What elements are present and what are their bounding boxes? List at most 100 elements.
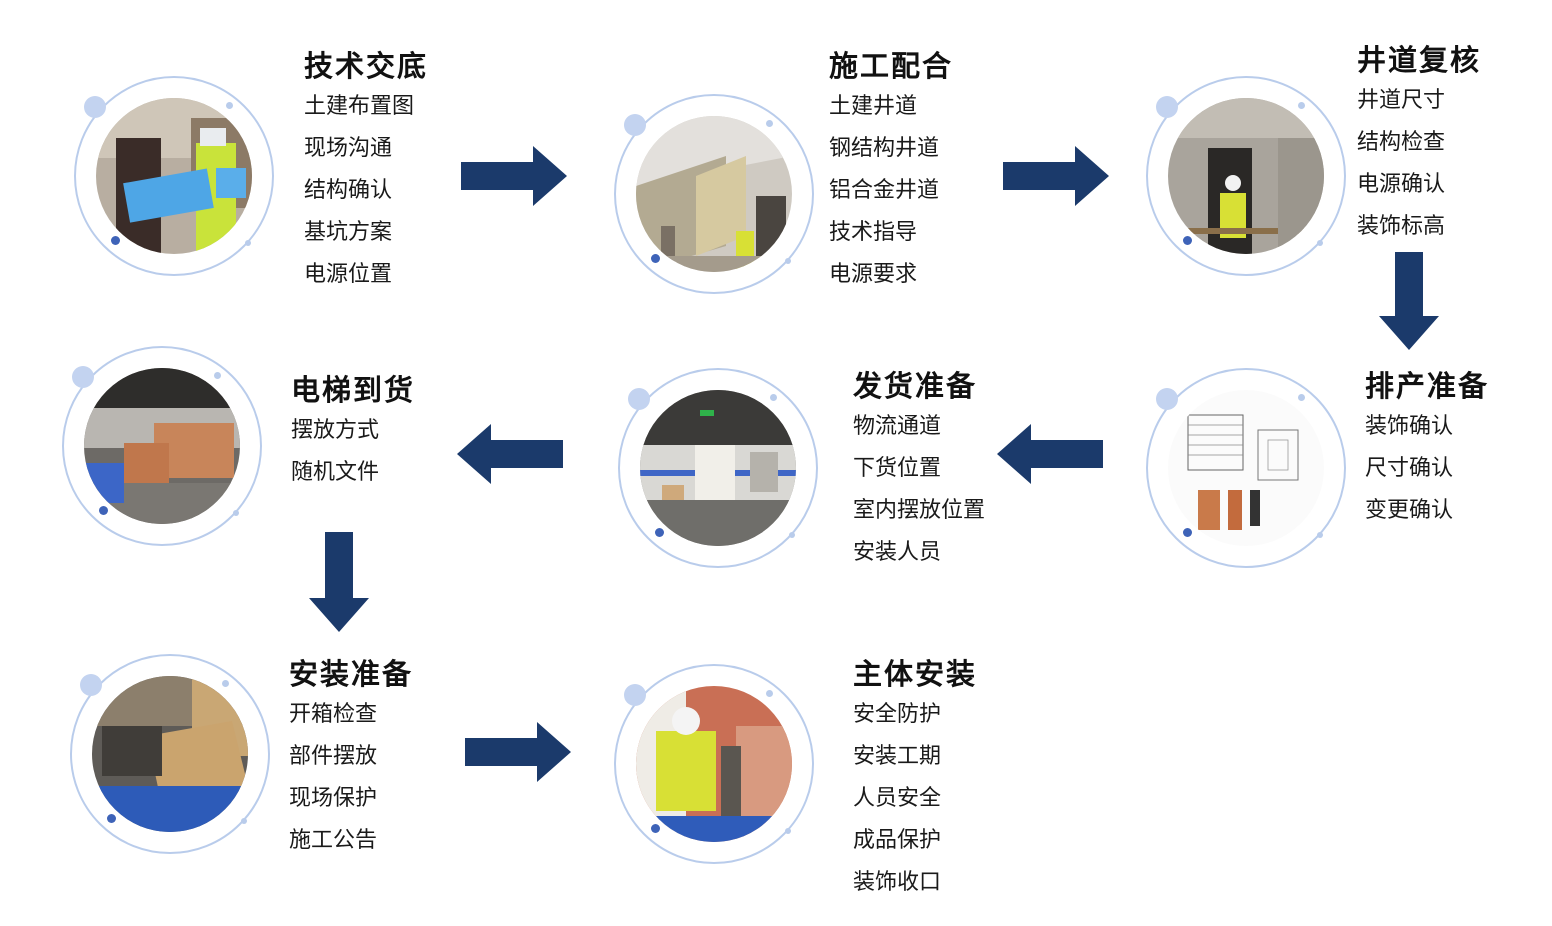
step-items: 开箱检查 部件摆放 现场保护 施工公告 [289, 694, 413, 862]
photo-delivered-crates [84, 368, 240, 524]
decor-dot [785, 828, 791, 834]
decor-dot [1298, 102, 1305, 109]
step-item: 成品保护 [853, 828, 942, 853]
step-item: 施工公告 [289, 828, 378, 853]
step-item: 现场保护 [289, 786, 378, 811]
decor-dot [651, 824, 660, 833]
circle-ring [1146, 368, 1346, 568]
circle-ring [614, 664, 814, 864]
step-items: 安全防护 安装工期 人员安全 成品保护 装饰收口 [853, 694, 977, 904]
step-item: 技术指导 [829, 220, 918, 245]
step-item: 结构检查 [1357, 130, 1446, 155]
photo-worker-at-shaft-opening [1168, 98, 1324, 254]
circle-ring [62, 346, 262, 546]
step-item: 装饰标高 [1357, 214, 1446, 239]
step-item: 井道尺寸 [1357, 88, 1446, 113]
circle-ring [1146, 76, 1346, 276]
photo-circle-shaft-review [1146, 76, 1346, 276]
step-item: 安装人员 [853, 540, 942, 565]
decor-dot [624, 684, 646, 706]
arrow-right [465, 722, 571, 782]
decor-dot [72, 366, 94, 388]
step-item: 钢结构井道 [829, 136, 940, 161]
circle-ring [614, 94, 814, 294]
step-item: 开箱检查 [289, 702, 378, 727]
step-construction-coordination: 施工配合 土建井道 钢结构井道 铝合金井道 技术指导 电源要求 [829, 46, 953, 296]
decor-dot [84, 96, 106, 118]
step-item: 基坑方案 [304, 220, 393, 245]
step-item: 安装工期 [853, 744, 942, 769]
step-item: 装饰收口 [853, 870, 942, 895]
decor-dot [241, 818, 247, 824]
decor-dot [80, 674, 102, 696]
step-title: 安装准备 [289, 657, 414, 691]
photo-circle-technical-briefing [74, 76, 274, 276]
step-item: 随机文件 [291, 460, 380, 485]
photo-circle-installation-preparation [70, 654, 270, 854]
step-title: 电梯到货 [291, 373, 416, 407]
photo-underground-garage [640, 390, 796, 546]
step-item: 尺寸确认 [1365, 456, 1454, 481]
decor-dot [785, 258, 791, 264]
decor-dot [1317, 532, 1323, 538]
step-items: 土建井道 钢结构井道 铝合金井道 技术指导 电源要求 [829, 86, 953, 296]
step-item: 安全防护 [853, 702, 942, 727]
decor-dot [226, 102, 233, 109]
step-title: 排产准备 [1365, 369, 1490, 403]
arrow-left [997, 424, 1103, 484]
decor-dot [1183, 236, 1192, 245]
photo-installer-at-work [636, 686, 792, 842]
step-item: 土建井道 [829, 94, 918, 119]
arrow-right [1003, 146, 1109, 206]
step-title: 主体安装 [853, 657, 978, 691]
step-items: 装饰确认 尺寸确认 变更确认 [1365, 406, 1489, 532]
decor-dot [789, 532, 795, 538]
decor-dot [111, 236, 120, 245]
photo-circle-construction-coordination [614, 94, 814, 294]
arrow-left [457, 424, 563, 484]
photo-circle-main-installation [614, 664, 814, 864]
arrow-right [461, 146, 567, 206]
decor-dot [624, 114, 646, 136]
step-item: 电源确认 [1357, 172, 1446, 197]
decor-dot [214, 372, 221, 379]
step-item: 电源位置 [304, 262, 393, 287]
step-item: 摆放方式 [291, 418, 380, 443]
decor-dot [1156, 388, 1178, 410]
step-installation-preparation: 安装准备 开箱检查 部件摆放 现场保护 施工公告 [289, 654, 413, 862]
step-item: 室内摆放位置 [853, 498, 986, 523]
photo-design-drawing [1168, 390, 1324, 546]
step-title: 技术交底 [304, 49, 429, 83]
decor-dot [766, 120, 773, 127]
step-item: 结构确认 [304, 178, 393, 203]
step-item: 变更确认 [1365, 498, 1454, 523]
photo-circle-production-scheduling [1146, 368, 1346, 568]
step-item: 土建布置图 [304, 94, 415, 119]
step-shipping-preparation: 发货准备 物流通道 下货位置 室内摆放位置 安装人员 [853, 366, 985, 574]
decor-dot [1156, 96, 1178, 118]
step-title: 井道复核 [1357, 43, 1482, 77]
photo-unboxed-components [92, 676, 248, 832]
step-technical-briefing: 技术交底 土建布置图 现场沟通 结构确认 基坑方案 电源位置 [304, 46, 428, 296]
circle-ring [74, 76, 274, 276]
step-items: 物流通道 下货位置 室内摆放位置 安装人员 [853, 406, 985, 574]
step-production-scheduling: 排产准备 装饰确认 尺寸确认 变更确认 [1365, 366, 1489, 532]
photo-circle-shipping-preparation [618, 368, 818, 568]
step-item: 铝合金井道 [829, 178, 940, 203]
step-items: 土建布置图 现场沟通 结构确认 基坑方案 电源位置 [304, 86, 428, 296]
decor-dot [766, 690, 773, 697]
step-elevator-arrival: 电梯到货 摆放方式 随机文件 [291, 370, 415, 494]
photo-workers-reviewing-blueprints [96, 98, 252, 254]
step-title: 施工配合 [829, 49, 954, 83]
step-item: 现场沟通 [304, 136, 393, 161]
circle-ring [70, 654, 270, 854]
decor-dot [233, 510, 239, 516]
decor-dot [628, 388, 650, 410]
step-item: 装饰确认 [1365, 414, 1454, 439]
decor-dot [107, 814, 116, 823]
step-title: 发货准备 [853, 369, 978, 403]
decor-dot [1183, 528, 1192, 537]
decor-dot [1298, 394, 1305, 401]
step-item: 部件摆放 [289, 744, 378, 769]
step-item: 人员安全 [853, 786, 942, 811]
